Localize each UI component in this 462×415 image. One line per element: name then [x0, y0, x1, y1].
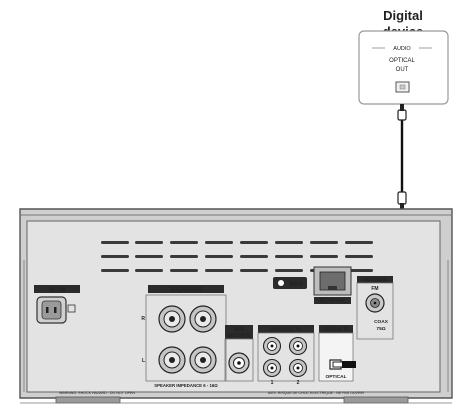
- vent-slot: [275, 255, 303, 258]
- subwoofer-frame: [224, 338, 254, 382]
- vent-slot: [101, 255, 129, 258]
- analog-in-jacks: [262, 336, 308, 378]
- subwoofer-label-line1: SUB: [234, 327, 245, 333]
- analog-in-label-bar: [258, 325, 314, 333]
- network-label: NETWORK: [320, 299, 346, 305]
- analog-in-section: ANALOG IN 1 2: [257, 325, 315, 386]
- vent-slot: [101, 269, 129, 272]
- analog-in-frame: [257, 332, 315, 382]
- vent-slot: [101, 241, 129, 244]
- ac-in-pin-right: [54, 307, 57, 313]
- vent-slot: [170, 241, 198, 244]
- digital-in-label-bar: [319, 325, 353, 333]
- ac-in-section: AC IN: [34, 285, 80, 324]
- optical-in-plug-body: [342, 361, 356, 368]
- device-port-label-line1: OPTICAL: [389, 58, 415, 64]
- wps-button: [278, 280, 284, 286]
- device-section-label: AUDIO: [393, 46, 411, 52]
- rca-jack-pin: [296, 344, 300, 348]
- cable-ferrule-bottom: [400, 203, 404, 209]
- wps-section: WPS: [273, 277, 307, 289]
- vent-slot: [240, 255, 268, 258]
- subwoofer-label-line2: WOOFER: [228, 334, 251, 340]
- speaker-terminal-hole: [200, 357, 206, 363]
- vent-slot: [135, 269, 163, 272]
- speakers-label: SPEAKERS: [169, 288, 202, 294]
- ac-in-label: AC IN: [49, 288, 65, 294]
- ac-in-label-bar: [34, 285, 80, 293]
- ac-in-socket-inner: [41, 300, 62, 320]
- speakers-impedance: SPEAKER IMPEDANCE 6 - 16Ω: [154, 383, 218, 388]
- vent-slot: [170, 269, 198, 272]
- vent-slot: [205, 269, 233, 272]
- device-title-line1: Digital: [383, 8, 423, 23]
- device-port-label-line2: OUT: [396, 67, 409, 73]
- rca-jack-pin: [296, 366, 300, 370]
- wps-label: WPS: [289, 282, 303, 288]
- digital-in-frame: [318, 332, 354, 382]
- analog-in-1-label: 1: [271, 380, 274, 386]
- cable-ferrule-top: [400, 104, 404, 111]
- speaker-terminals: [158, 305, 217, 374]
- vent-slot: [275, 269, 303, 272]
- digital-in-section: DIGITAL IN OPTICAL: [318, 325, 356, 382]
- subwoofer-section: SUB WOOFER: [224, 325, 254, 382]
- vent-slot: [170, 255, 198, 258]
- optical-in-label: OPTICAL: [325, 374, 346, 380]
- subwoofer-jack-pin: [237, 361, 241, 365]
- vent-slot: [240, 241, 268, 244]
- wps-label-bar: [273, 277, 307, 289]
- vent-slot: [240, 269, 268, 272]
- speaker-terminal-hole: [200, 316, 206, 322]
- vent-slot: [345, 241, 373, 244]
- vent-slot: [205, 241, 233, 244]
- network-label-bar: [314, 297, 351, 304]
- speakers-label-bar: [148, 285, 224, 293]
- speakers-channel-right: R: [141, 316, 145, 322]
- antenna-coax-line1: COAX: [374, 319, 389, 325]
- antenna-section: ANTENNA FM COAX 75Ω: [356, 276, 394, 340]
- antenna-fm-jack-pin: [373, 301, 377, 305]
- analog-in-2-label: 2: [297, 380, 300, 386]
- unit-rear-panel: [19, 208, 453, 404]
- speaker-terminal-hole: [169, 316, 175, 322]
- antenna-fm-label: FM: [371, 286, 378, 292]
- vent-slot: [345, 269, 373, 272]
- vent-slot: [310, 241, 338, 244]
- vent-slot: [310, 255, 338, 258]
- network-section: NETWORK: [313, 266, 352, 305]
- antenna-coax-line2: 75Ω: [376, 326, 385, 332]
- digital-device: Digital device AUDIO OPTICAL OUT: [358, 8, 449, 105]
- vent-slot: [275, 241, 303, 244]
- optical-out-port-inner: [399, 84, 406, 90]
- optical-in-plug: [332, 361, 344, 368]
- vent-slot: [205, 255, 233, 258]
- vent-slot: [135, 241, 163, 244]
- vent-slot: [135, 255, 163, 258]
- ac-in-pin-left: [46, 307, 49, 313]
- speaker-terminal-hole: [169, 357, 175, 363]
- warning-text-left: WARNING: SHOCK HAZARD - DO NOT OPEN: [59, 391, 135, 395]
- network-jack-clip: [328, 286, 337, 290]
- cable-plug-top: [397, 109, 407, 121]
- unit-foot-left: [55, 396, 121, 404]
- antenna-label-bar: [357, 276, 393, 283]
- rca-jack-pin: [270, 344, 274, 348]
- analog-in-label: ANALOG IN: [271, 327, 302, 333]
- antenna-label: ANTENNA: [363, 278, 388, 284]
- vent-slot: [345, 255, 373, 258]
- speakers-channel-left: L: [142, 358, 145, 364]
- ventilation-slots: [101, 241, 373, 272]
- rca-jack-pin: [270, 366, 274, 370]
- ac-in-class2-symbol: [67, 304, 76, 313]
- subwoofer-label-bar: [225, 325, 253, 339]
- digital-in-label: DIGITAL IN: [323, 327, 349, 333]
- cable-plug-bottom: [397, 191, 407, 205]
- unit-foot-right: [343, 396, 409, 404]
- warning-text-right: AVIS: RISQUE DE CHOC ELECTRIQUE - NE PAS…: [268, 391, 365, 395]
- antenna-frame: [356, 282, 394, 340]
